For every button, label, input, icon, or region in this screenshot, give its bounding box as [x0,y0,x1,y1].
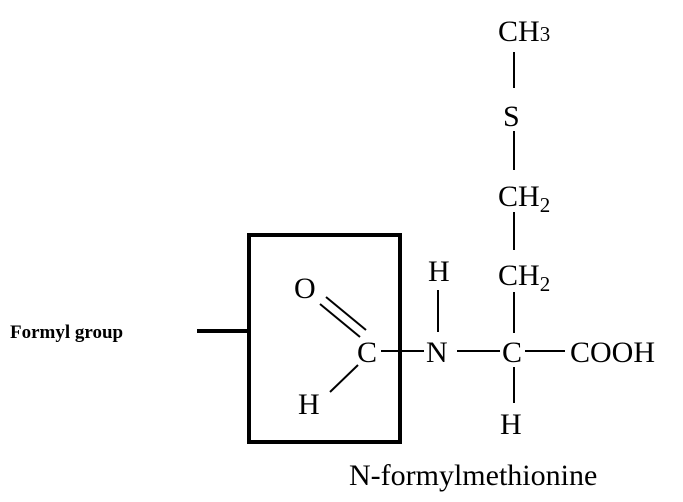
bond-c-o-double-a [319,303,361,338]
atom-h-alpha: H [500,408,522,441]
atom-h-formyl: H [298,388,320,421]
atom-n: N [426,336,448,369]
atom-ch3: CH3 [498,15,550,48]
atom-cooh: COOH [570,336,655,369]
formyl-group-label: Formyl group [10,322,123,343]
bond-c-h-formyl [329,364,359,393]
bond-c-o-double-b [325,296,367,331]
atom-ch2-lower: CH2 [498,259,550,296]
atom-s: S [503,100,520,133]
molecule-name-caption: N-formylmethionine [349,459,597,492]
atom-h-amine: H [428,255,450,288]
atom-c-carbonyl: C [357,336,377,369]
atom-o: O [294,272,316,305]
atom-c-alpha: C [502,336,522,369]
formyl-group-box [247,233,402,444]
atom-ch2-upper: CH2 [498,180,550,217]
